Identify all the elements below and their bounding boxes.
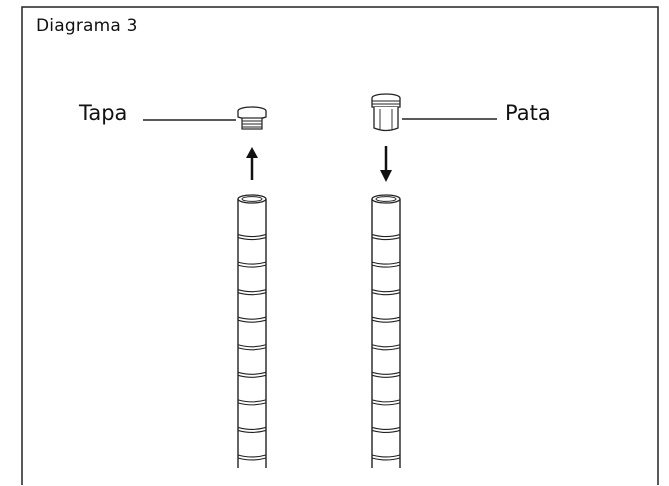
post-groove [371, 237, 401, 241]
post-groove [237, 371, 267, 375]
post-groove [237, 399, 267, 403]
post-groove [371, 374, 401, 378]
arrow-up-icon [246, 147, 258, 180]
post-groove [371, 426, 401, 430]
post-groove [371, 292, 401, 296]
foot-icon [371, 93, 401, 132]
post-groove [237, 402, 267, 406]
post-groove [237, 289, 267, 293]
post-groove [237, 344, 267, 348]
post-groove [371, 319, 401, 323]
post-groove [371, 399, 401, 403]
cap-label: Tapa [79, 101, 128, 125]
post-groove [371, 316, 401, 320]
post-groove [237, 429, 267, 433]
post-groove [371, 344, 401, 348]
post-groove [237, 264, 267, 268]
post-groove [237, 374, 267, 378]
post-groove [371, 429, 401, 433]
post-groove [371, 234, 401, 238]
post-groove [371, 264, 401, 268]
post-groove [237, 292, 267, 296]
foot-label: Pata [505, 101, 551, 125]
diagram-border [21, 6, 659, 485]
post-groove [237, 234, 267, 238]
post-groove [237, 347, 267, 351]
diagram-title: Diagrama 3 [36, 16, 138, 36]
post-groove [371, 261, 401, 265]
post-groove [371, 454, 401, 458]
post-groove [237, 426, 267, 430]
post-groove [237, 237, 267, 241]
post-groove [371, 371, 401, 375]
post-groove [371, 347, 401, 351]
post-groove [237, 454, 267, 458]
post-groove [237, 316, 267, 320]
post-groove [237, 261, 267, 265]
post-groove [237, 457, 267, 461]
post-right [371, 194, 401, 468]
post-groove [237, 319, 267, 323]
post-left [237, 194, 267, 468]
arrow-down-icon [380, 146, 392, 182]
post-groove [371, 289, 401, 293]
cap-icon [237, 106, 267, 130]
post-groove [371, 402, 401, 406]
post-groove [371, 457, 401, 461]
